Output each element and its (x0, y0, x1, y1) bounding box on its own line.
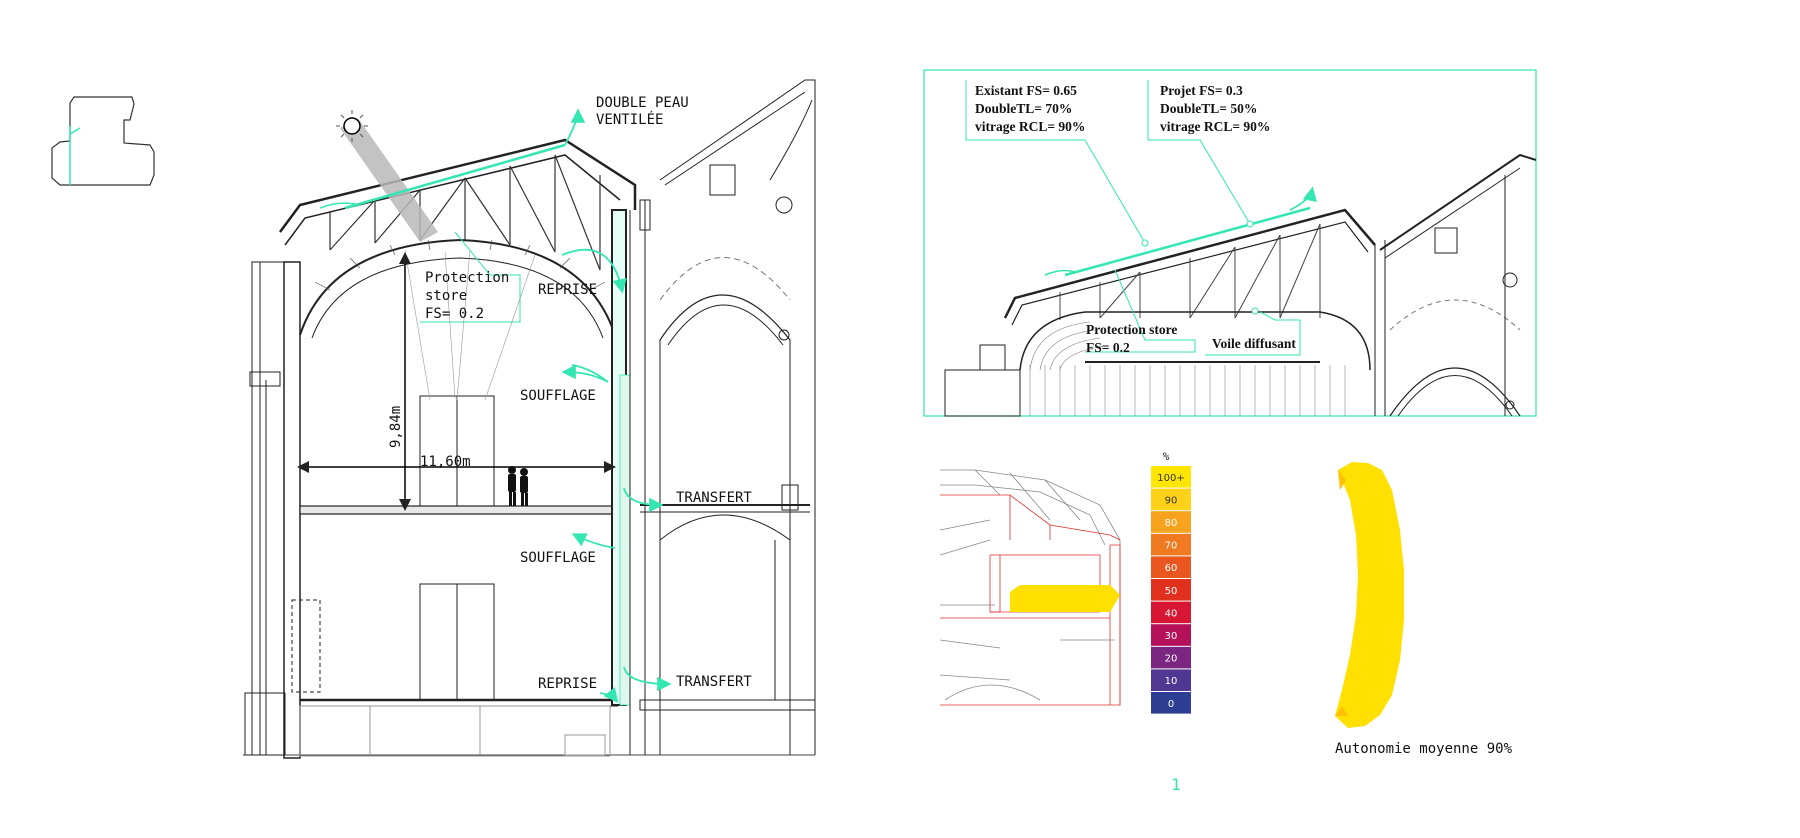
legend-swatch (1151, 669, 1191, 691)
people-silhouettes (508, 466, 528, 506)
legend-unit: % (1163, 450, 1170, 463)
legend-label: 0 (1168, 699, 1174, 710)
legend-label: 100+ (1157, 473, 1184, 484)
daylight-3d-view (939, 469, 1121, 706)
projet-tl-label: DoubleTL= 50% (1160, 101, 1257, 116)
legend-label: 60 (1165, 563, 1178, 574)
daylit-floor-surface (1010, 585, 1120, 612)
legend-swatch (1151, 601, 1191, 624)
key-plan (51, 96, 155, 186)
legend-label: 10 (1165, 676, 1178, 687)
autonomy-map: Autonomie moyenne 90% (1335, 462, 1513, 757)
voile-diffusant-label: Voile diffusant (1212, 336, 1296, 351)
legend-swatch (1151, 624, 1191, 646)
legend-swatch (1151, 533, 1191, 556)
protection-callout (420, 231, 521, 323)
legend-swatch (1151, 488, 1191, 511)
double-skin-glazing (319, 108, 586, 210)
existant-tl-label: DoubleTL= 70% (975, 101, 1072, 116)
existant-fs-label: Existant FS= 0.65 (975, 83, 1077, 98)
detail-panel: Existant FS= 0.65 DoubleTL= 70% vitrage … (923, 69, 1537, 417)
sun-beam (336, 110, 438, 242)
detail-frame (923, 69, 1537, 417)
autonomy-caption: Autonomie moyenne 90% (1335, 741, 1513, 757)
dimension-height-label: 9,84m (388, 406, 404, 448)
sun-icon (343, 117, 361, 135)
legend-label: 50 (1165, 586, 1178, 597)
projet-rcl-label: vitrage RCL= 90% (1160, 119, 1270, 134)
legend-swatch (1151, 466, 1191, 488)
label-reprise-bottom: REPRISE (538, 676, 597, 692)
dimension-lines (297, 252, 616, 511)
double-skin-title-line1: DOUBLE PEAU (596, 95, 689, 111)
legend-swatch (1151, 556, 1191, 578)
legend-swatch (1151, 511, 1191, 533)
legend-label: 40 (1165, 608, 1178, 619)
double-skin-title-line2: VENTILÉE (596, 111, 663, 128)
projet-fs-label: Projet FS= 0.3 (1160, 83, 1243, 98)
legend-label: 80 (1165, 518, 1178, 529)
protection-label-line1: Protection (425, 270, 509, 286)
label-soufflage-bottom: SOUFFLAGE (520, 550, 596, 566)
protection-label-line3: FS= 0.2 (425, 306, 484, 322)
detail-protection-line1: Protection store (1086, 322, 1177, 337)
legend-swatch (1151, 579, 1191, 601)
legend-label: 90 (1165, 495, 1178, 506)
legend-swatch (1151, 692, 1191, 714)
label-soufflage-top: SOUFFLAGE (520, 388, 596, 404)
label-transfert-bottom: TRANSFERT (676, 674, 752, 690)
label-reprise-top: REPRISE (538, 282, 597, 298)
autonomy-shape (1335, 462, 1404, 728)
legend-label: 30 (1165, 631, 1178, 642)
legend-label: 70 (1165, 541, 1178, 552)
dimension-width-label: 11,60m (420, 454, 471, 470)
color-legend: % 100+ 90 80 70 60 50 40 30 20 10 0 (1151, 450, 1191, 714)
existant-rcl-label: vitrage RCL= 90% (975, 119, 1085, 134)
legend-label: 20 (1165, 654, 1178, 665)
page-number: 1 (1171, 775, 1181, 794)
building-section (243, 79, 816, 759)
detail-protection-line2: FS= 0.2 (1086, 340, 1130, 355)
airflow-arrows (561, 248, 672, 703)
legend-swatch (1151, 646, 1191, 669)
protection-label-line2: store (425, 288, 467, 304)
label-transfert-top: TRANSFERT (676, 490, 752, 506)
